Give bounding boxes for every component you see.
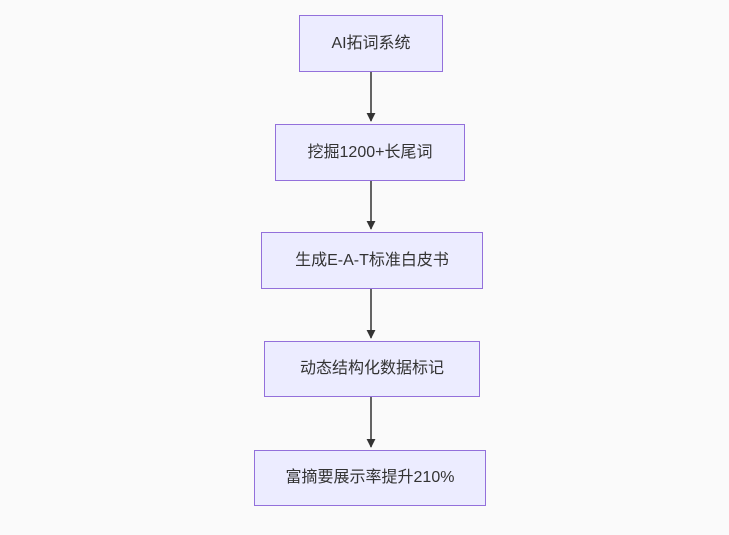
node-label: AI拓词系统	[331, 34, 411, 52]
flowchart-node-rich-snippet-uplift: 富摘要展示率提升210%	[254, 450, 486, 506]
node-label: 富摘要展示率提升210%	[285, 469, 455, 487]
node-label: 生成E-A-T标准白皮书	[295, 251, 449, 269]
flowchart-node-eat-whitepaper: 生成E-A-T标准白皮书	[261, 232, 483, 289]
node-label: 动态结构化数据标记	[299, 360, 444, 378]
flowchart-node-ai-keyword-system: AI拓词系统	[299, 15, 443, 72]
node-label: 挖掘1200+长尾词	[307, 143, 433, 161]
flowchart-node-longtail-mining: 挖掘1200+长尾词	[275, 124, 465, 181]
flowchart-node-structured-data-markup: 动态结构化数据标记	[264, 341, 480, 397]
